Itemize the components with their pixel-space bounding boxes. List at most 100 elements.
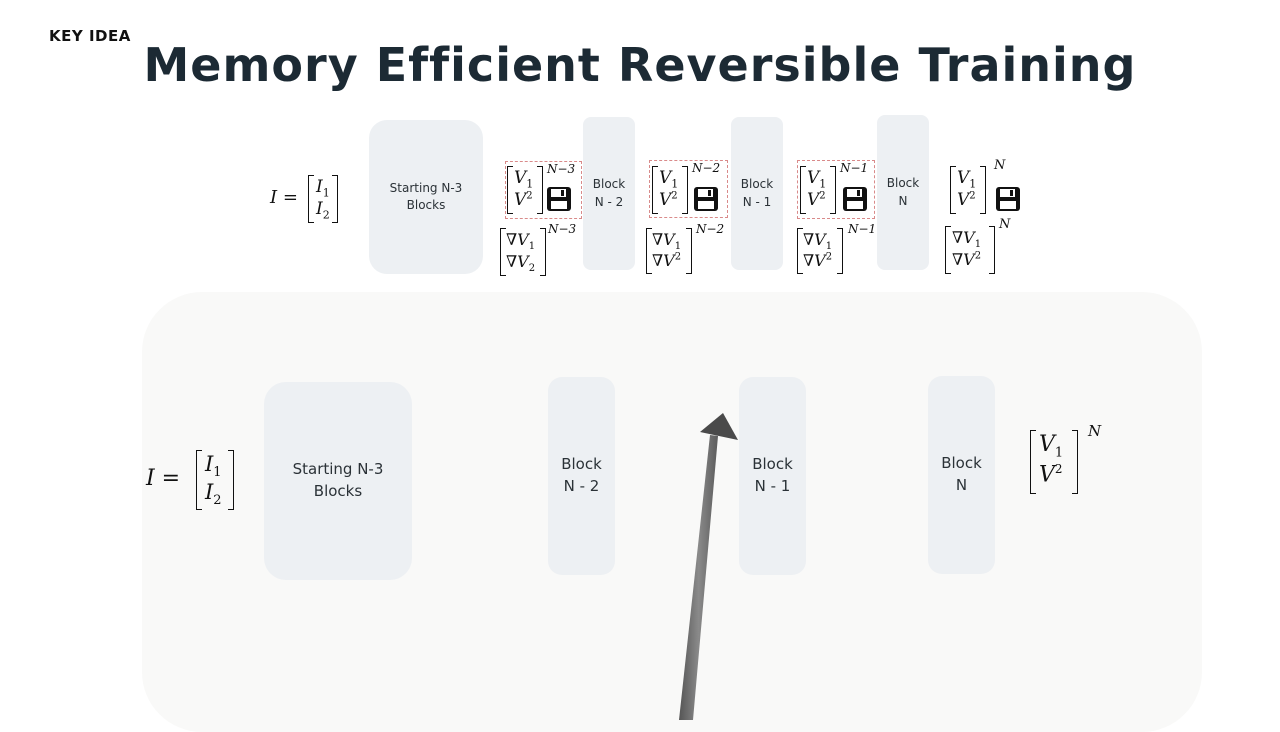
gradient-1-g1-sub: 1 xyxy=(674,241,682,253)
gradient-2-exp: N−1 xyxy=(848,222,877,236)
activation-0-v1-sub: 1 xyxy=(526,177,534,191)
saved-activation-box-0 xyxy=(505,161,582,219)
top-input-i2: I xyxy=(316,199,323,219)
bottom-output-v2: V xyxy=(1039,462,1055,488)
bottom-block-n-2-line2: N - 2 xyxy=(563,477,600,495)
gradient-1-g2-sup: 2 xyxy=(674,251,682,263)
top-input-eq: I = I1 I2 xyxy=(270,175,350,225)
activation-3-v2-sup: 2 xyxy=(969,190,976,202)
activation-1-v1-sub: 1 xyxy=(671,177,679,191)
activation-2-v1: V xyxy=(807,168,820,188)
activation-3-exp: N xyxy=(994,158,1006,173)
bottom-block-n-1-line1: Block xyxy=(752,455,793,474)
top-input-i1-sub: 1 xyxy=(322,186,330,200)
bottom-output-matrix: V1 V2 xyxy=(1030,430,1078,494)
activation-2-v2-sup: 2 xyxy=(819,190,826,202)
top-input-i2-sub: 2 xyxy=(322,208,330,222)
bottom-block-n-1: Block N - 1 xyxy=(739,377,806,575)
gradient-matrix-1: ∇V1 ∇V2 xyxy=(646,228,692,274)
bottom-input-lhs: I = xyxy=(146,466,181,491)
saved-activation-box-1 xyxy=(649,160,728,218)
activation-0-v2: V xyxy=(514,190,527,210)
activation-matrix-0: V1 V2 xyxy=(507,166,543,214)
bottom-output-v2-sup: 2 xyxy=(1054,462,1063,476)
gradient-1-g1: ∇V xyxy=(652,230,675,249)
gradient-0-exp: N−3 xyxy=(548,222,577,236)
bottom-input-matrix: I1 I2 xyxy=(196,450,234,510)
bottom-block-n-line1: Block xyxy=(941,454,982,473)
top-input-matrix: I1 I2 xyxy=(308,175,338,223)
bottom-input-i1: I xyxy=(205,452,214,476)
bottom-block-n-line2: N xyxy=(955,476,968,494)
activation-0-exp: N−3 xyxy=(547,162,576,176)
floppy-disk-icon xyxy=(547,187,571,211)
activation-matrix-1: V1 V2 xyxy=(652,166,688,214)
saved-activation-box-2 xyxy=(797,160,875,219)
gradient-1-g2: ∇V xyxy=(652,251,675,270)
bottom-input-eq: I = I1 I2 xyxy=(146,450,246,512)
key-idea-label: KEY IDEA xyxy=(49,27,131,45)
top-starting-line1: Starting N-3 xyxy=(389,180,463,195)
activation-1-v2: V xyxy=(659,190,672,210)
floppy-disk-icon xyxy=(996,187,1020,211)
gradient-2-g2: ∇V xyxy=(803,251,826,270)
top-block-n-2-line1: Block xyxy=(592,177,626,192)
gradient-2-g1-sub: 1 xyxy=(825,241,833,253)
top-input-lhs: I = xyxy=(270,187,298,208)
bottom-starting-line2: Blocks xyxy=(313,482,363,500)
top-input-i1: I xyxy=(316,177,323,197)
arrow-up-icon xyxy=(679,413,738,720)
gradient-matrix-2: ∇V1 ∇V2 xyxy=(797,228,843,274)
activation-3-v1: V xyxy=(957,168,970,188)
floppy-disk-icon xyxy=(843,187,867,211)
gradient-0-g2: ∇V xyxy=(506,252,529,271)
activation-2-v1-sub: 1 xyxy=(819,177,827,191)
activation-matrix-3: V1 V2 xyxy=(950,166,986,214)
gradient-0-g2-sub: 2 xyxy=(528,263,536,275)
bottom-block-n-2-line1: Block xyxy=(561,455,602,474)
bottom-block-n-1-line2: N - 1 xyxy=(754,477,791,495)
bottom-starting-line1: Starting N-3 xyxy=(292,460,384,479)
bottom-block-n-2: Block N - 2 xyxy=(548,377,615,575)
activation-3-v2: V xyxy=(957,190,970,210)
gradient-2-g1: ∇V xyxy=(803,230,826,249)
top-block-n-2-line2: N - 2 xyxy=(594,194,624,209)
gradient-3-g2-sup: 2 xyxy=(974,250,982,262)
activation-3-v1-sub: 1 xyxy=(969,177,977,191)
activation-2-v2: V xyxy=(807,190,820,210)
top-starting-line2: Blocks xyxy=(406,198,446,212)
bottom-input-i1-sub: 1 xyxy=(213,465,222,481)
gradient-3-g1: ∇V xyxy=(952,228,975,247)
gradient-0-g1-sub: 1 xyxy=(528,241,536,253)
activation-0-v2-sup: 2 xyxy=(526,190,533,202)
gradient-3-g1-sub: 1 xyxy=(974,239,982,251)
gradient-matrix-0: ∇V1 ∇V2 xyxy=(500,228,546,276)
bottom-output-exp: N xyxy=(1088,422,1102,440)
activation-matrix-2: V1 V2 xyxy=(800,166,836,214)
top-block-n-line1: Block xyxy=(886,176,920,191)
page-title: Memory Efficient Reversible Training xyxy=(143,38,1137,92)
bottom-input-i2-sub: 2 xyxy=(213,493,222,509)
activation-1-v2-sup: 2 xyxy=(671,190,678,202)
top-block-n-1: Block N - 1 xyxy=(731,117,783,270)
gradient-2-g2-sup: 2 xyxy=(825,251,833,263)
activation-1-v1: V xyxy=(659,168,672,188)
bottom-output-v1: V xyxy=(1039,432,1055,457)
bottom-output-v1-sub: 1 xyxy=(1054,445,1064,461)
gradient-1-exp: N−2 xyxy=(696,222,725,236)
top-block-n-1-line1: Block xyxy=(740,177,774,192)
gradient-0-g1: ∇V xyxy=(506,230,529,249)
activation-1-exp: N−2 xyxy=(692,161,721,175)
top-block-n-line2: N xyxy=(898,193,908,208)
activation-2-exp: N−1 xyxy=(840,161,869,175)
gradient-3-exp: N xyxy=(999,217,1011,232)
top-block-n-2: Block N - 2 xyxy=(583,117,635,270)
top-block-n-1-line2: N - 1 xyxy=(742,194,772,209)
gradient-matrix-3: ∇V1 ∇V2 xyxy=(945,226,995,274)
floppy-disk-icon xyxy=(694,187,718,211)
activation-0-v1: V xyxy=(514,168,527,188)
